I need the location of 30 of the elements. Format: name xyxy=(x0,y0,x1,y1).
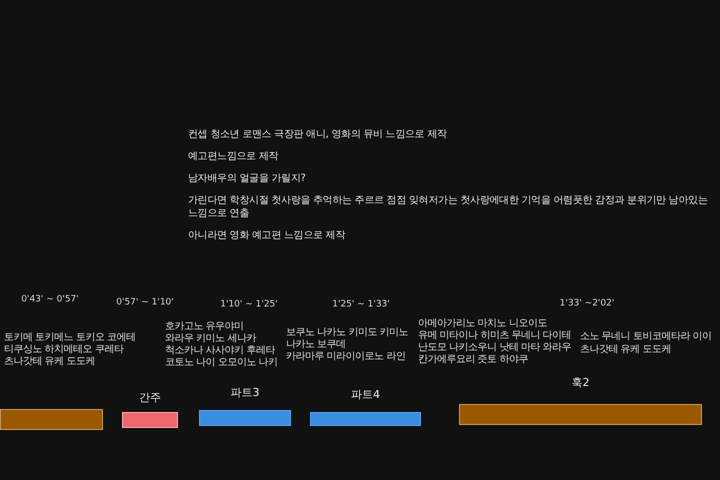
time-range-label: 1'10' ~ 1'25' xyxy=(220,300,278,310)
lyrics-line: 츠나갓테 유케 도도케 xyxy=(4,356,95,368)
lyrics-line: 나카노 보쿠데 xyxy=(286,339,346,351)
note-text: 남자배우의 얼굴을 가릴지? xyxy=(188,172,306,185)
time-range-label: 0'43' ~ 0'57' xyxy=(21,294,79,306)
segment-label: 훅2 xyxy=(572,376,590,389)
lyrics-line: 카라마루 미라이이로노 라인 xyxy=(286,351,406,363)
time-range-label: 1'25' ~ 1'33' xyxy=(332,300,390,310)
lyrics-line: 티쿠싱노 하치메테오 쿠레타 xyxy=(4,344,124,356)
lyrics-line: 호카고노 유우야미 xyxy=(165,321,244,333)
lyrics-line: 난도모 나키소우니 낫테 마타 와라우 xyxy=(418,342,572,354)
lyrics-line: 츠나갓테 유케 도도케 xyxy=(580,343,671,356)
segment-label: 파트3 xyxy=(230,386,260,399)
lyrics-line: 토키메 토키메느 토키오 코에테 xyxy=(4,332,136,344)
time-range-label: 0'57' ~ 1'10' xyxy=(116,298,174,308)
note-text: 예고편느낌으로 제작 xyxy=(188,150,278,163)
note-text: 컨셉 청소년 로맨스 극장판 애니, 영화의 뮤비 느낌으로 제작 xyxy=(188,128,447,141)
lyrics-line: 척소카나 사사야키 후레타 xyxy=(165,345,275,357)
segment-label: 파트4 xyxy=(351,388,380,401)
lyrics-line: 아메아가리노 마치노 니오이도 xyxy=(418,318,547,330)
lyrics-line: 코토노 나이 오모이노 나키 xyxy=(165,357,278,369)
lyrics-line: 와라우 키미노 세나카 xyxy=(165,333,256,345)
note-text: 가린다면 학창시절 첫사랑을 추억하는 주르르 점점 잊혀저가는 첫사랑에대한 기억을 어렴풋한 감정과 분위기만 남아있는 느낌으로 연출 xyxy=(188,194,708,220)
note-text: 아니라면 영화 예고편 느낌으로 제작 xyxy=(188,229,346,242)
lyrics-line: 소노 무네니 토비코메타라 이이 xyxy=(580,330,712,343)
segment-label: 간주 xyxy=(139,391,161,404)
lyrics-line: 칸가에루요리 즛토 하야쿠 xyxy=(418,354,528,366)
time-range-label: 1'33' ~2'02' xyxy=(560,298,614,310)
lyrics-line: 보쿠노 나카노 키미도 키미노 xyxy=(286,327,408,339)
lyrics-line: 유메 미타이나 히미츠 무네니 다이테 xyxy=(418,330,572,342)
